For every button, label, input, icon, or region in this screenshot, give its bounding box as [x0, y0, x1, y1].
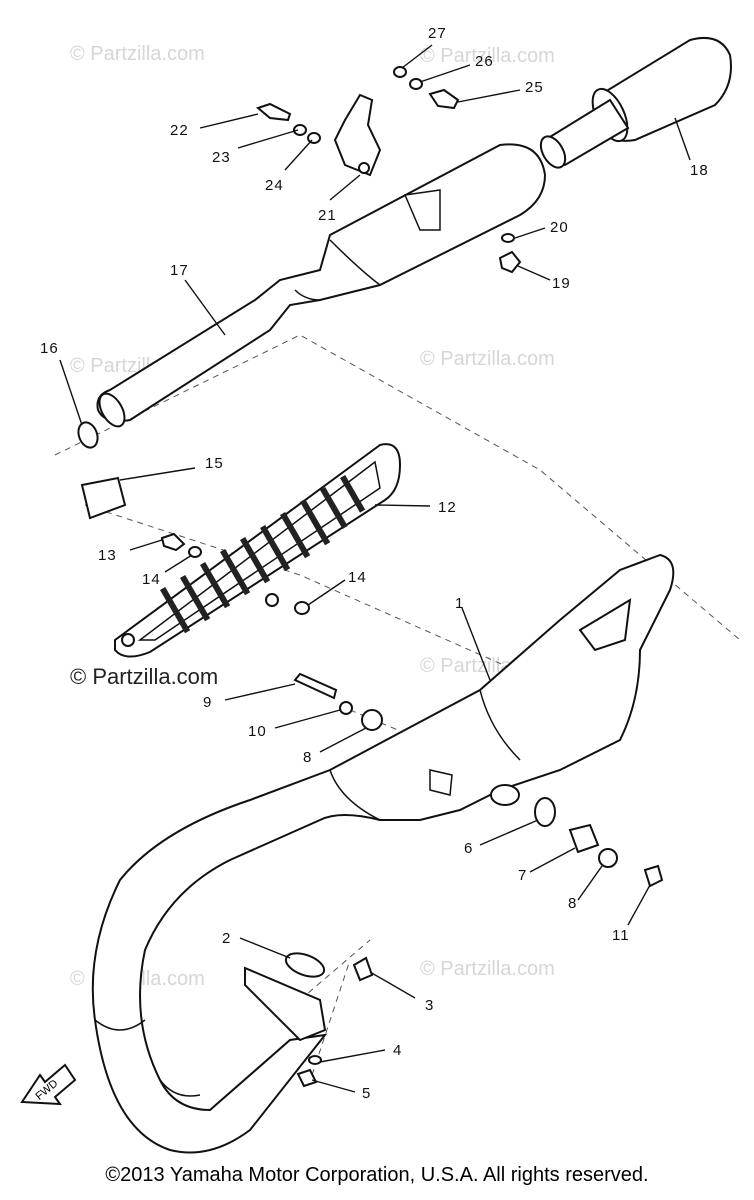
washer-23 — [293, 124, 307, 136]
clip-ring-part-16 — [77, 421, 99, 449]
callout-18: 18 — [690, 162, 709, 179]
expansion-chamber-part-1 — [91, 553, 675, 1154]
gasket-part-15 — [80, 476, 127, 520]
callout-14: 14 — [142, 571, 161, 588]
watermark: © Partzilla.com — [70, 43, 205, 65]
callout-10: 10 — [248, 723, 267, 740]
callout-24: 24 — [265, 177, 284, 194]
callout-numbers: 1 2 3 4 5 6 7 8 8 9 10 11 12 13 14 14 15… — [40, 25, 709, 1102]
callout-8: 8 — [568, 895, 577, 912]
watermark: © Partzilla.com — [420, 348, 555, 370]
callout-14: 14 — [348, 569, 367, 586]
washer-10 — [339, 701, 353, 715]
stud-3 — [352, 956, 374, 982]
washer-14b — [294, 601, 310, 615]
assembly-guide-lines — [54, 334, 741, 1076]
washer-14a — [188, 546, 202, 558]
callout-1: 1 — [455, 595, 464, 612]
callout-4: 4 — [393, 1042, 402, 1059]
callout-17: 17 — [170, 262, 189, 279]
washer-26 — [409, 78, 423, 90]
washer-27 — [393, 66, 407, 78]
bolt-25 — [428, 88, 460, 110]
callout-13: 13 — [98, 547, 117, 564]
bolt-22 — [255, 102, 292, 122]
hardware-right — [293, 672, 664, 1088]
callout-5: 5 — [362, 1085, 371, 1102]
callout-26: 26 — [475, 53, 494, 70]
partzilla-watermark: © Partzilla.com — [70, 664, 219, 689]
washer-8a — [361, 709, 383, 731]
muffler-part-17 — [96, 143, 547, 428]
leader-lines — [59, 44, 691, 1093]
callout-6: 6 — [464, 840, 473, 857]
callout-8: 8 — [303, 749, 312, 766]
callout-15: 15 — [205, 455, 224, 472]
bolt-19 — [498, 250, 522, 274]
nut-5 — [296, 1068, 318, 1088]
washer-4 — [308, 1055, 322, 1065]
callout-9: 9 — [203, 694, 212, 711]
hardware-top — [255, 66, 522, 274]
fwd-arrow-icon: FWD — [20, 1063, 77, 1106]
callout-16: 16 — [40, 340, 59, 357]
callout-19: 19 — [552, 275, 571, 292]
callout-21: 21 — [318, 207, 337, 224]
washer-20 — [501, 233, 515, 243]
bolt-9 — [293, 672, 338, 700]
hardware-guard — [160, 532, 310, 615]
nut-11 — [643, 864, 664, 888]
callout-27: 27 — [428, 25, 447, 42]
silencer-end-part-18 — [539, 36, 732, 169]
bracket-part-21 — [333, 93, 382, 177]
bolt-13 — [160, 532, 186, 552]
callout-3: 3 — [425, 997, 434, 1014]
watermark: © Partzilla.com — [420, 45, 555, 67]
callout-25: 25 — [525, 79, 544, 96]
callout-2: 2 — [222, 930, 231, 947]
callout-7: 7 — [518, 867, 527, 884]
callout-23: 23 — [212, 149, 231, 166]
grommet-6 — [534, 797, 556, 827]
copyright-notice: ©2013 Yamaha Motor Corporation, U.S.A. A… — [105, 1164, 649, 1186]
callout-12: 12 — [438, 499, 457, 516]
callout-22: 22 — [170, 122, 189, 139]
collar-7 — [568, 823, 600, 854]
heat-guard-part-12 — [114, 443, 402, 658]
callout-20: 20 — [550, 219, 569, 236]
callout-11: 11 — [612, 927, 630, 944]
watermark: © Partzilla.com — [420, 958, 555, 980]
washer-8b — [598, 848, 618, 868]
